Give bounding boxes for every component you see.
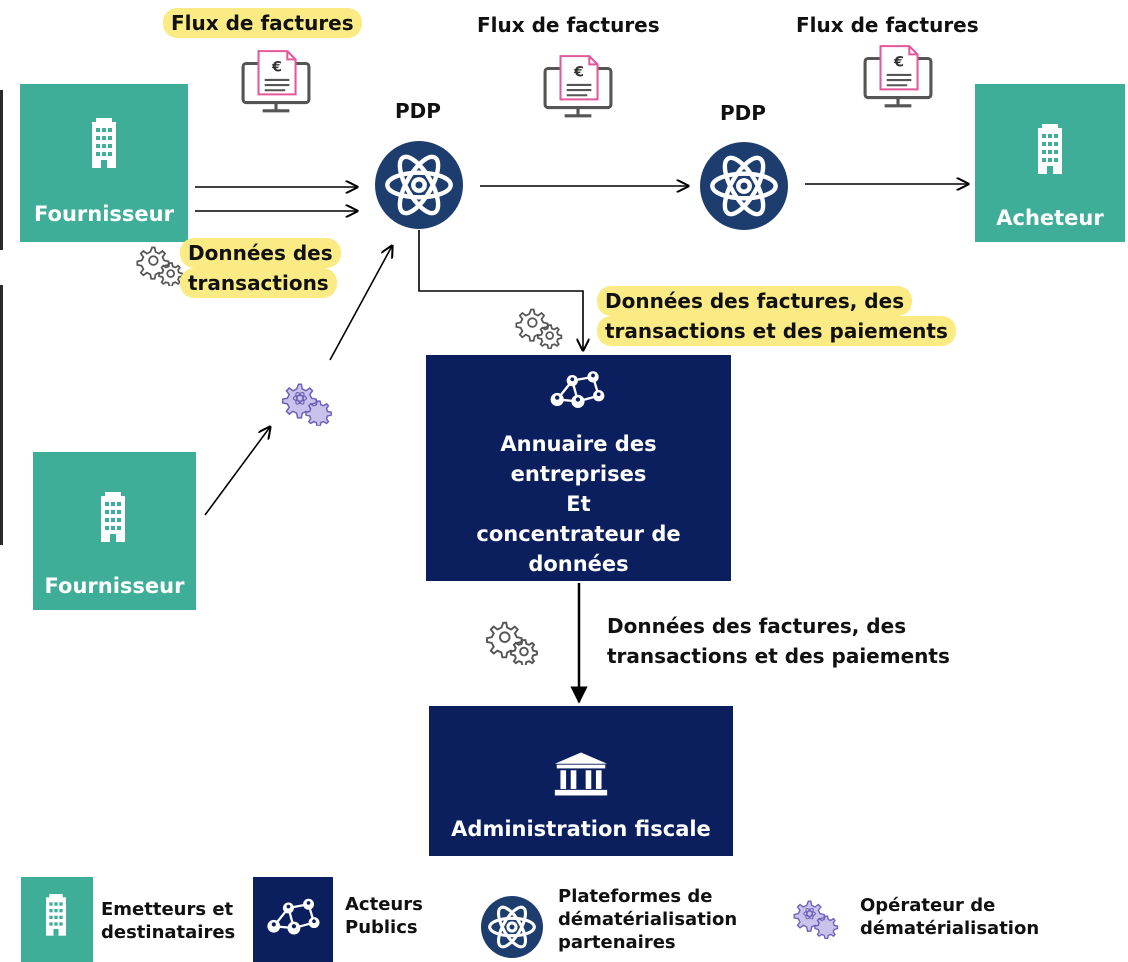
legend-operateur-line-1: Opérateur de bbox=[860, 895, 996, 916]
annuaire-line-4: concentrateur de bbox=[476, 522, 681, 546]
donnees-transactions-line-2: transactions bbox=[180, 268, 337, 298]
arrow-pdp-annuaire bbox=[418, 230, 583, 350]
invoice-computer-icon bbox=[240, 45, 312, 119]
annuaire-line-3: Et bbox=[566, 492, 591, 516]
operateur-gear-icon bbox=[790, 895, 840, 939]
invoice-computer-icon bbox=[862, 40, 934, 114]
arrow-operateur-pdp bbox=[329, 246, 392, 361]
gear-icon bbox=[133, 242, 185, 286]
legend-acteurs-line-2: Publics bbox=[345, 917, 418, 938]
network-icon bbox=[261, 895, 325, 941]
acheteur-box: Acheteur bbox=[975, 84, 1125, 242]
pdp-node-1 bbox=[375, 141, 463, 229]
donnees-transactions-line-1: Données des bbox=[180, 238, 341, 268]
invoice-computer-icon bbox=[542, 50, 614, 124]
left-edge-line bbox=[0, 90, 3, 250]
donnees-factures-bottom-label: Données des factures, des transactions e… bbox=[607, 611, 950, 671]
fournisseur-bottom-box: Fournisseur bbox=[33, 452, 196, 610]
fournisseur-bottom-label: Fournisseur bbox=[44, 574, 185, 598]
legend-emetteurs-line-1: Emetteurs et bbox=[101, 899, 234, 920]
annuaire-box: Annuaire des entreprises Et concentrateu… bbox=[426, 355, 731, 581]
building-icon bbox=[86, 116, 122, 168]
arrow-fournisseur-operateur bbox=[204, 427, 270, 516]
administration-label: Administration fiscale bbox=[451, 817, 711, 841]
legend-operateur-label: Opérateur de dématérialisation bbox=[860, 894, 1039, 940]
annuaire-line-2: entreprises bbox=[510, 462, 647, 486]
donnees-factures-top-line-2: transactions et des paiements bbox=[597, 316, 956, 346]
legend-operateur-line-2: dématérialisation bbox=[860, 918, 1040, 939]
donnees-transactions-label: Données des transactions bbox=[180, 238, 341, 298]
gear-icon bbox=[512, 303, 564, 349]
legend-plateformes-line-1: Plateformes de bbox=[558, 886, 713, 907]
donnees-factures-top-label: Données des factures, des transactions e… bbox=[597, 286, 956, 346]
administration-box: Administration fiscale bbox=[429, 706, 733, 856]
legend-acteurs-line-1: Acteurs bbox=[345, 894, 423, 915]
atom-icon bbox=[375, 141, 463, 229]
legend-plateformes-line-2: dématérialisation bbox=[558, 909, 738, 930]
annuaire-line-5: données bbox=[528, 552, 629, 576]
legend-emetteurs-swatch bbox=[21, 877, 93, 962]
pdp-label-1: PDP bbox=[395, 99, 441, 123]
bank-icon bbox=[553, 750, 609, 798]
pdp-node-2 bbox=[700, 142, 788, 230]
fournisseur-top-box: Fournisseur bbox=[20, 84, 188, 242]
building-icon bbox=[95, 490, 131, 542]
donnees-factures-top-line-1: Données des factures, des bbox=[597, 286, 913, 316]
annuaire-line-1: Annuaire des bbox=[500, 432, 657, 456]
atom-icon bbox=[700, 142, 788, 230]
atom-icon bbox=[481, 896, 543, 958]
operateur-gear-icon bbox=[278, 378, 334, 426]
legend-emetteurs-line-2: destinataires bbox=[101, 922, 236, 943]
donnees-factures-bottom-line-1: Données des factures, des bbox=[607, 614, 907, 638]
donnees-factures-bottom-line-2: transactions et des paiements bbox=[607, 644, 950, 668]
pdp-label-2: PDP bbox=[720, 101, 766, 125]
legend-acteurs-label: Acteurs Publics bbox=[345, 893, 423, 939]
left-edge-line bbox=[0, 285, 3, 545]
annuaire-text: Annuaire des entreprises Et concentrateu… bbox=[426, 429, 731, 579]
fournisseur-top-label: Fournisseur bbox=[34, 202, 174, 226]
building-icon bbox=[41, 891, 71, 937]
legend-acteurs-swatch bbox=[253, 877, 333, 962]
network-icon bbox=[544, 367, 610, 415]
legend-plateformes-label: Plateformes de dématérialisation partena… bbox=[558, 885, 737, 954]
building-icon bbox=[1032, 122, 1068, 174]
gear-icon bbox=[481, 617, 541, 665]
legend-plateformes-swatch bbox=[481, 896, 543, 958]
legend-emetteurs-label: Emetteurs et destinataires bbox=[101, 898, 235, 944]
legend-plateformes-line-3: partenaires bbox=[558, 932, 676, 953]
flux-factures-label-2: Flux de factures bbox=[477, 13, 660, 37]
acheteur-label: Acheteur bbox=[996, 206, 1104, 230]
flux-factures-label-3: Flux de factures bbox=[796, 13, 979, 37]
flux-factures-label-1: Flux de factures bbox=[163, 8, 362, 38]
